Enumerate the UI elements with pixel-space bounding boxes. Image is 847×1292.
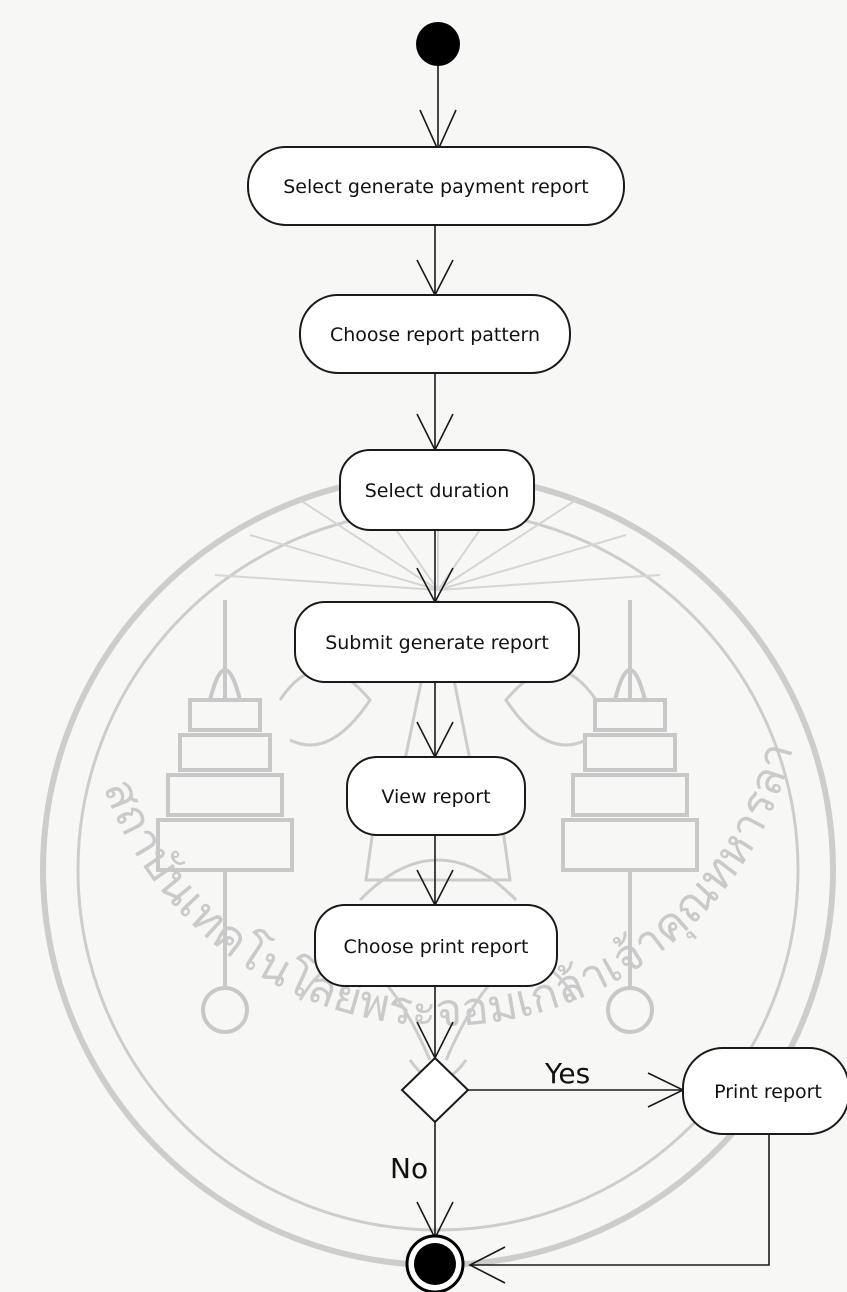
activity-submit-generate-report: Submit generate report — [294, 601, 580, 683]
activity-select-generate-payment-report: Select generate payment report — [247, 146, 625, 226]
activity-label: Choose print report — [344, 936, 529, 958]
activity-view-report: View report — [346, 756, 526, 836]
activity-label: Submit generate report — [325, 632, 549, 654]
activity-choose-report-pattern: Choose report pattern — [299, 294, 571, 374]
guard-no-label: No — [390, 1152, 428, 1185]
guard-yes-label: Yes — [544, 1057, 590, 1090]
activity-choose-print-report: Choose print report — [314, 904, 558, 987]
activity-label: Select duration — [365, 480, 510, 502]
decision-node — [400, 1056, 470, 1124]
activity-label: Print report — [714, 1081, 822, 1103]
activity-label: View report — [381, 786, 490, 808]
activity-label: Select generate payment report — [283, 176, 588, 198]
activity-select-duration: Select duration — [339, 449, 535, 531]
activity-print-report: Print report — [682, 1047, 847, 1135]
initial-node — [416, 22, 460, 66]
control-flows — [416, 66, 770, 1284]
activity-label: Choose report pattern — [330, 324, 540, 346]
final-node — [405, 1234, 465, 1292]
